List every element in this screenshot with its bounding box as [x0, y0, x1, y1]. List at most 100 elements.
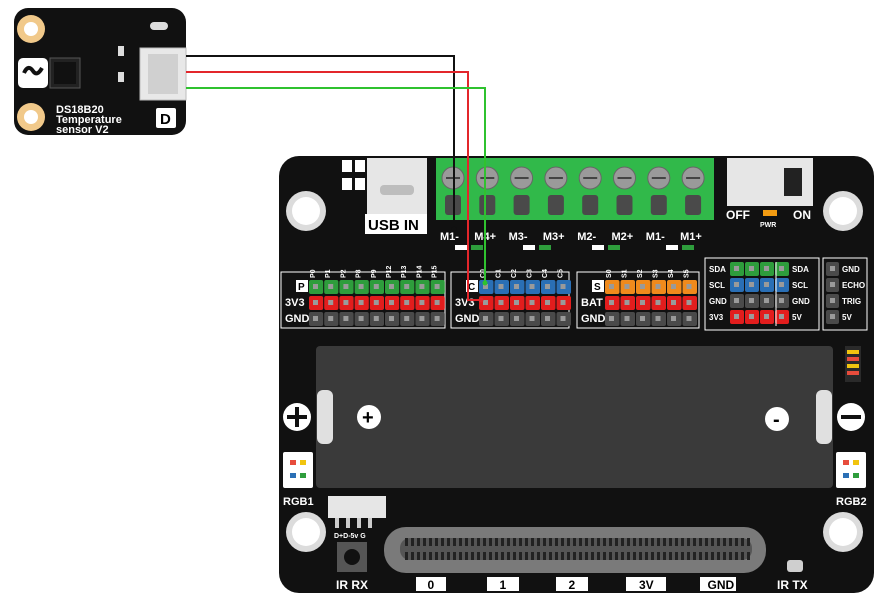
pin-hole [389, 300, 394, 305]
edge-contact [531, 552, 534, 560]
edge-contact [471, 538, 474, 546]
motor-label: M3- [509, 231, 528, 243]
sensor-title-line3: sensor V2 [56, 124, 109, 136]
ultrasonic-label: TRIG [842, 297, 861, 306]
pin-hole [749, 314, 754, 319]
edge-contact [597, 538, 600, 546]
motor-label: M2- [577, 231, 596, 243]
edge-contact [543, 552, 546, 560]
edge-pin-label: 2 [569, 578, 576, 592]
pin-hole [624, 284, 630, 289]
screw-slot [686, 177, 701, 179]
motor-label: M1- [440, 231, 459, 243]
motor-led [666, 245, 678, 250]
dfrobot-logo-icon [156, 108, 176, 128]
edge-contact [627, 538, 630, 546]
board-mount-holes [286, 191, 863, 552]
pin-name: S2 [637, 269, 644, 278]
edge-slot-contacts [400, 538, 752, 560]
expansion-board: USB IN M1-M4+M3-M3+M2-M2+M1-M1+ OFF ON P… [279, 156, 874, 593]
i2c-left-label: SDA [709, 265, 726, 274]
header-p-tag-box [296, 280, 308, 292]
edge-contact [459, 538, 462, 546]
edge-contact [441, 538, 444, 546]
battery-plus-icon [357, 405, 381, 429]
header-p-tag: P [298, 282, 305, 293]
edge-contact [519, 538, 522, 546]
edge-contact [621, 552, 624, 560]
header-s-outline [576, 271, 700, 329]
i2c-left-label: SCL [709, 281, 725, 290]
wire-entry [513, 195, 530, 215]
rgb2-label: RGB2 [836, 496, 867, 508]
edge-contact [639, 538, 642, 546]
edge-contact [549, 538, 552, 546]
edge-contact [699, 552, 702, 560]
edge-contact [705, 552, 708, 560]
edge-contact [573, 538, 576, 546]
pin-hole [483, 300, 488, 305]
pin-hole [779, 298, 784, 303]
edge-contact [591, 538, 594, 546]
pin-hole [734, 282, 739, 287]
edge-contact [645, 552, 648, 560]
edge-contact [477, 552, 480, 560]
wire-entry [616, 195, 633, 215]
pin-hole [671, 300, 676, 305]
ds18b20-sensor-module: DS18B20 Temperature sensor V2 D [14, 8, 187, 136]
motor-screw-terminals [436, 158, 714, 220]
edge-contact [483, 538, 486, 546]
wire-green [186, 87, 486, 283]
edge-contact [705, 538, 708, 546]
pin-hole [779, 282, 784, 287]
pin-hole [313, 316, 318, 321]
edge-contact [579, 538, 582, 546]
pin-hole [560, 284, 566, 289]
edge-contact [417, 552, 420, 560]
pin-name: C5 [558, 269, 565, 278]
pin-hole [498, 284, 504, 289]
header-p-outline [280, 271, 446, 329]
i2c-outline [704, 257, 820, 331]
edge-contact [531, 538, 534, 546]
pin-hole [545, 284, 550, 289]
ultrasonic-outline [822, 257, 868, 331]
pin-hole [624, 300, 630, 305]
edge-contact [687, 552, 690, 560]
edge-contact [465, 552, 468, 560]
edge-contact [663, 538, 666, 546]
edge-contact [411, 538, 414, 546]
edge-contact [591, 552, 594, 560]
edge-contact [447, 538, 450, 546]
pin-hole [328, 284, 334, 289]
edge-contact [447, 552, 450, 560]
edge-contact [411, 552, 414, 560]
pin-hole [764, 266, 769, 271]
edge-contact [669, 538, 672, 546]
ultrasonic-label: ECHO [842, 281, 865, 290]
edge-contact [675, 538, 678, 546]
motor-label: M1+ [680, 231, 702, 243]
motor-led [471, 245, 483, 250]
pin-hole [640, 316, 645, 321]
pin-name: P8 [356, 269, 363, 278]
pin-hole [328, 316, 334, 321]
pin-name: P12 [386, 265, 393, 278]
edge-contact [645, 538, 648, 546]
edge-contact [711, 538, 714, 546]
pin-name: P13 [401, 265, 408, 278]
pin-hole [609, 300, 614, 305]
pin-hole [671, 316, 676, 321]
pin-name: P9 [371, 269, 378, 278]
ir-rx-label: IR RX [336, 578, 368, 592]
motor-label: M1- [646, 231, 665, 243]
pin-hole [313, 300, 318, 305]
motor-label: M3+ [543, 231, 565, 243]
terminal-block-body [436, 158, 714, 220]
wire-black [186, 55, 455, 229]
pin-hole [560, 316, 566, 321]
edge-contact [633, 538, 636, 546]
power-off-label: OFF [726, 208, 750, 222]
battery-minus-sign: - [773, 409, 780, 431]
